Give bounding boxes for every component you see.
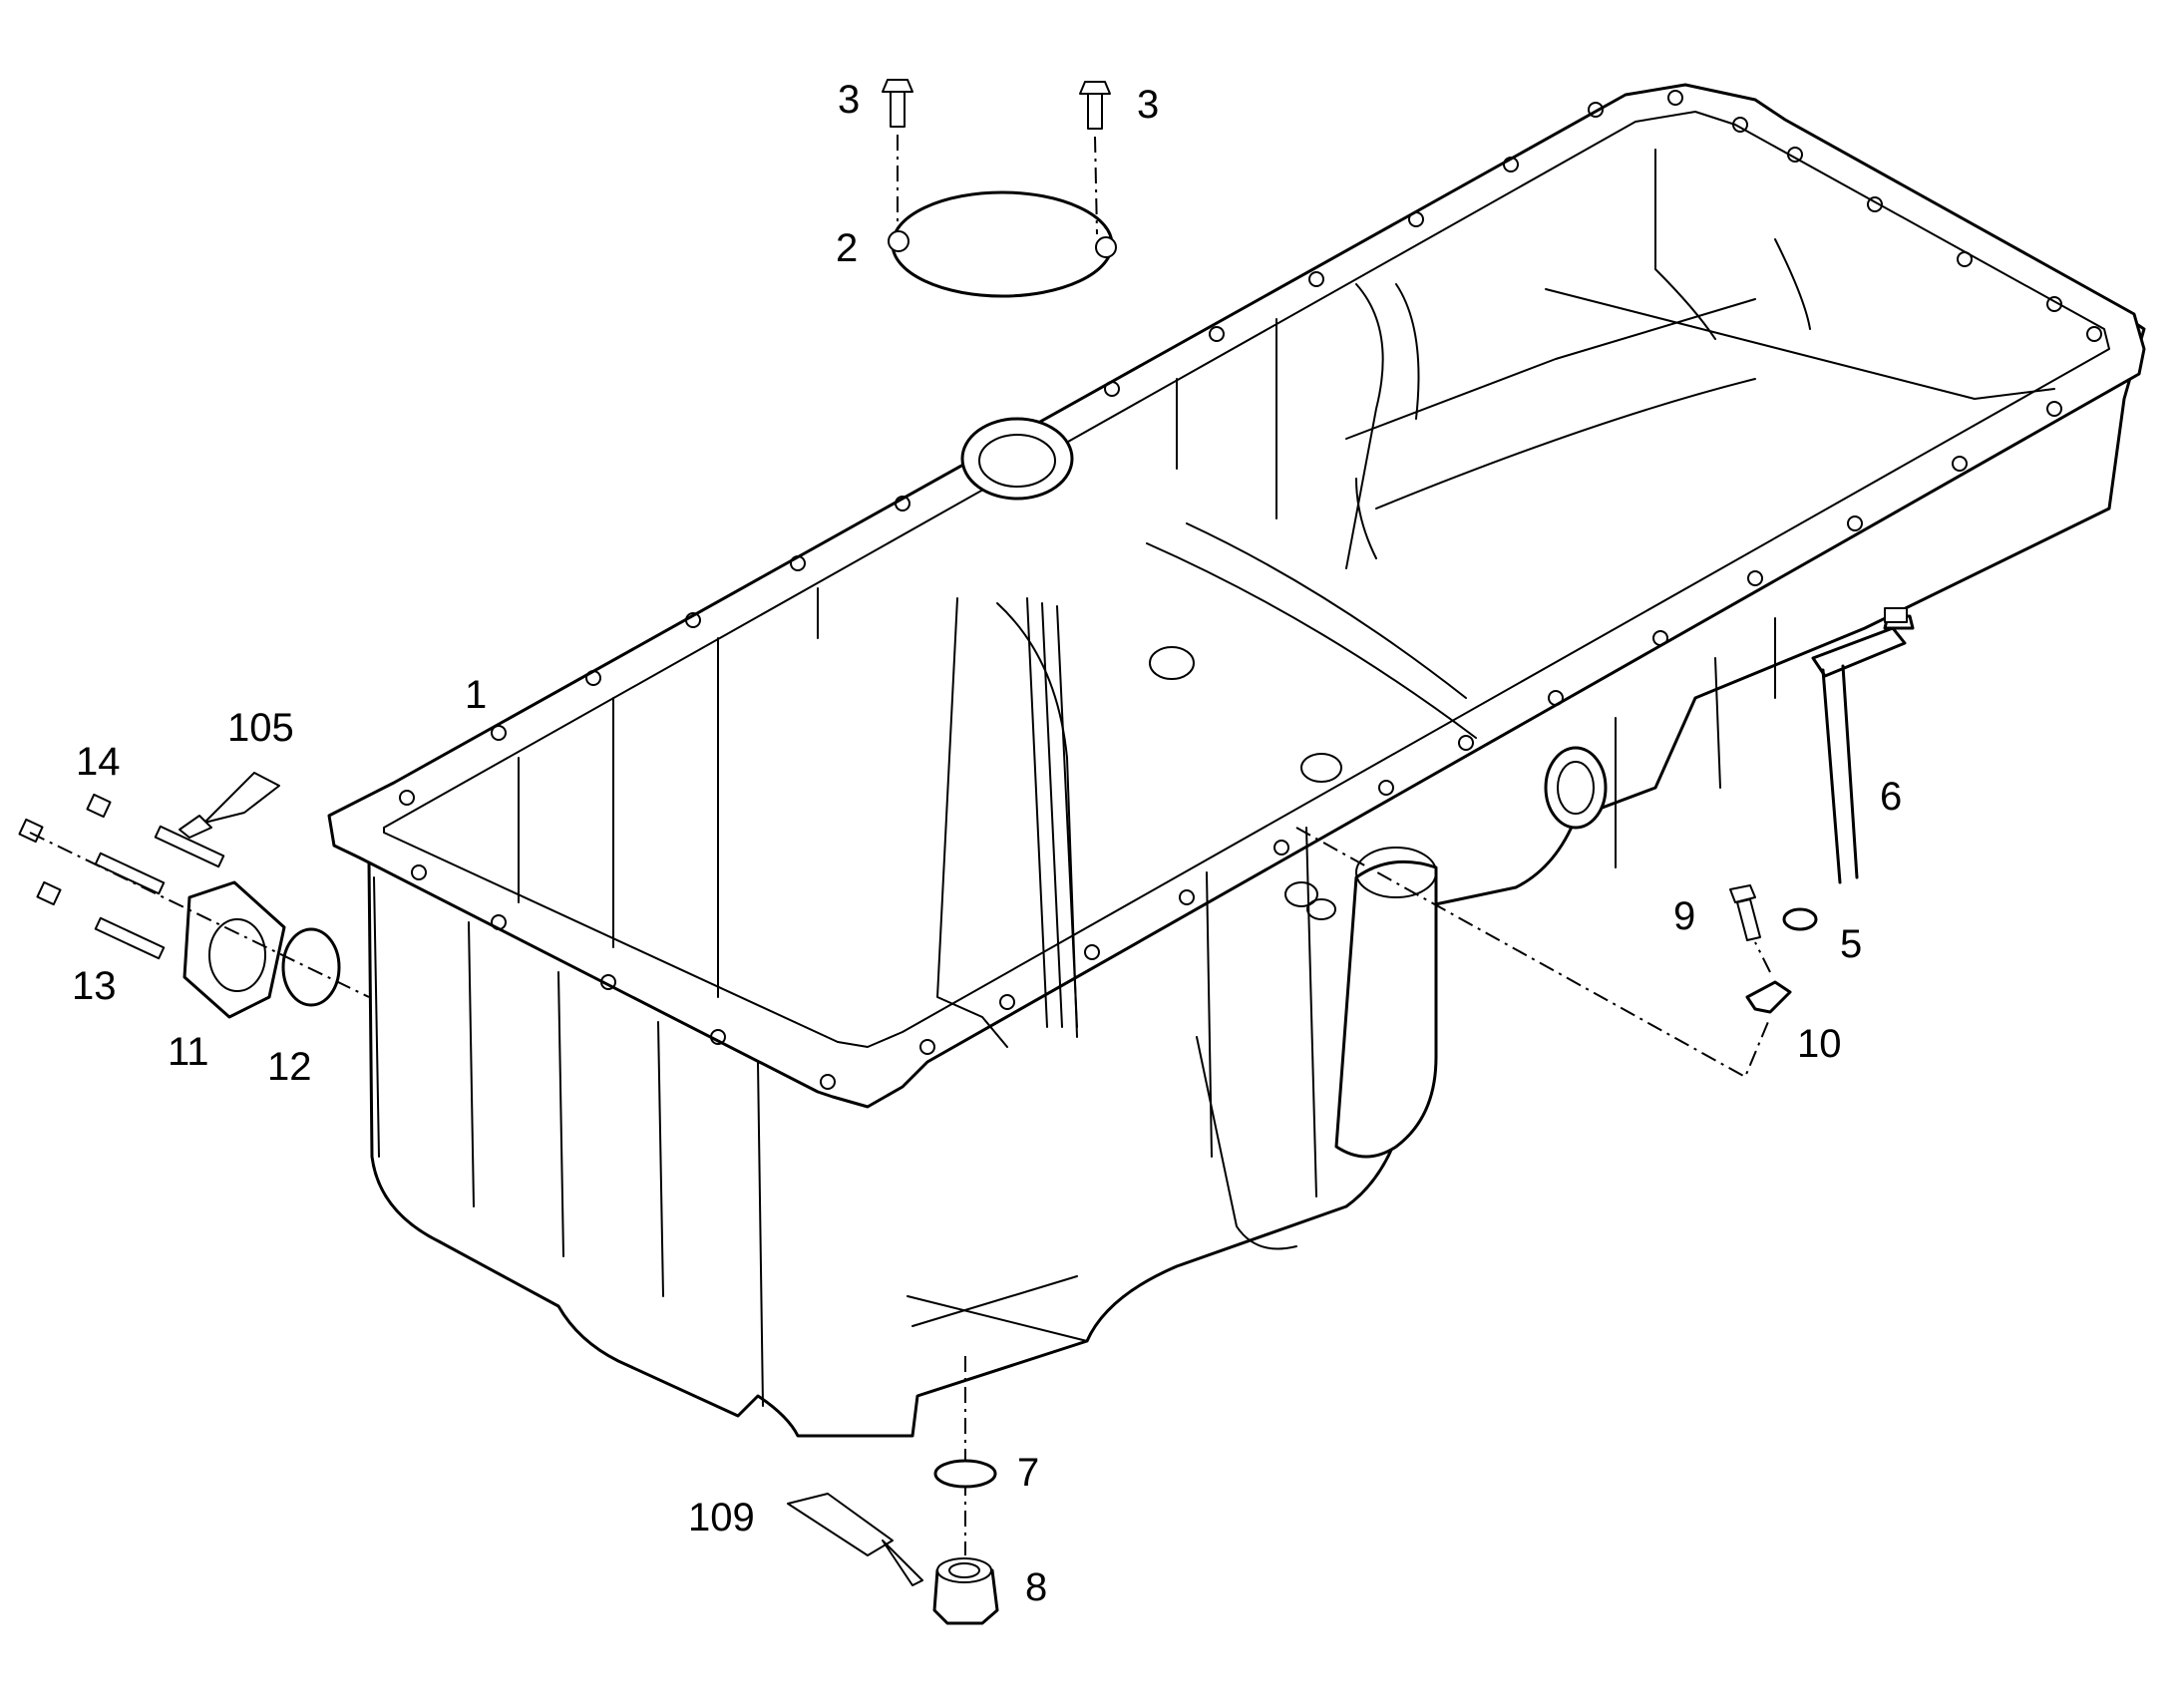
callout-bolt-right: 3	[1137, 83, 1159, 127]
stud-lower	[18, 818, 166, 960]
bolt-left	[882, 79, 913, 128]
callout-flange: 11	[168, 1030, 209, 1074]
stud-upper	[86, 793, 225, 868]
leader-bracket	[1754, 941, 1771, 973]
bracket-bolt	[1729, 884, 1761, 941]
callout-drain-gasket: 7	[1017, 1451, 1039, 1495]
sealant-tube-upper	[179, 772, 280, 839]
dipstick-oring	[1782, 907, 1818, 931]
callout-bracket: 10	[1797, 1022, 1842, 1066]
flange	[182, 880, 286, 1019]
callout-bolt-left: 3	[838, 78, 860, 122]
callout-drain-plug: 8	[1025, 1565, 1047, 1609]
callout-stud-upper: 14	[76, 740, 121, 784]
callout-screen: 2	[836, 226, 858, 270]
leader-flange	[29, 832, 370, 998]
screen-cover	[888, 190, 1117, 298]
drain-gasket	[933, 1459, 997, 1489]
bracket	[1745, 980, 1792, 1014]
oil-pan	[327, 83, 2146, 1438]
callout-dipstick-oring: 5	[1840, 922, 1862, 966]
callout-sealant-upper: 105	[227, 706, 294, 750]
callout-dipstick: 6	[1880, 775, 1902, 819]
bolt-right	[1079, 81, 1111, 130]
callout-sealant-lower: 109	[688, 1496, 755, 1539]
sealant-tube-lower	[787, 1493, 923, 1586]
dipstick	[1811, 607, 1915, 884]
callout-stud-lower: 13	[72, 964, 117, 1008]
callout-flange-oring: 12	[267, 1045, 312, 1089]
drain-plug	[932, 1557, 999, 1625]
callout-pan: 1	[465, 673, 487, 717]
flange-oring	[281, 927, 341, 1007]
callout-bracket-bolt: 9	[1673, 894, 1695, 938]
leader-bracket-to-pan	[1295, 827, 1771, 1079]
